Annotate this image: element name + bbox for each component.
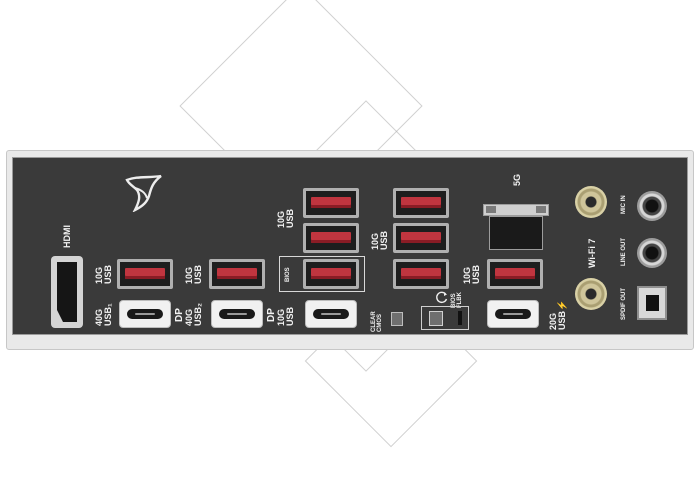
wifi-antenna-connector-2[interactable] xyxy=(575,278,607,310)
usb-c-20g-port[interactable] xyxy=(487,300,539,328)
hdmi-port[interactable] xyxy=(51,256,83,328)
usb-a-10g-port-1[interactable] xyxy=(117,259,173,289)
bios-flashback-button[interactable] xyxy=(429,311,443,326)
spdif-out-port[interactable] xyxy=(637,286,667,320)
mic-in-label: MIC IN xyxy=(621,195,627,214)
usb-a-tongue xyxy=(311,232,351,243)
dp-label-2: DP xyxy=(266,308,277,322)
spdif-out-label: SPDIF OUT xyxy=(621,287,627,320)
usb-a-10g-port-6[interactable] xyxy=(393,223,449,253)
rog-logo-icon xyxy=(125,174,162,212)
usb-a-tongue xyxy=(401,197,441,208)
dp-label-1: DP xyxy=(174,308,185,322)
usb-a-10g-port-4[interactable] xyxy=(303,223,359,253)
lan-led-left xyxy=(486,206,496,213)
usb-a-tongue xyxy=(125,268,165,279)
spdif-out-opening xyxy=(646,295,659,311)
flashback-icon xyxy=(436,291,448,304)
bios-label: BIOS xyxy=(285,267,291,282)
usb-a-10g-port-3[interactable] xyxy=(303,188,359,218)
wifi-label: Wi-Fi 7 xyxy=(587,238,597,268)
lan-speed-label: 5G xyxy=(512,173,522,186)
wifi-antenna-connector-1[interactable] xyxy=(575,186,607,218)
usb-c-slot xyxy=(313,309,349,319)
usb-a-tongue xyxy=(401,268,441,279)
usb-a-tongue xyxy=(217,268,257,279)
hdmi-port-opening xyxy=(57,262,77,322)
lan-port-top-bar xyxy=(483,204,549,216)
usb-a-10g-port-7[interactable] xyxy=(393,259,449,289)
bios-flashback-button-frame xyxy=(421,306,469,330)
usb-c-40g-port-1[interactable] xyxy=(119,300,171,328)
usb-c-10g-port-1[interactable] xyxy=(305,300,357,328)
line-out-label: LINE OUT xyxy=(621,238,627,266)
usb-a-10g-port-2[interactable] xyxy=(209,259,265,289)
usb-a-tongue xyxy=(311,197,351,208)
usb-a-tongue xyxy=(311,268,351,279)
clear-cmos-button[interactable] xyxy=(391,312,403,326)
usb-c-40g-port-2[interactable] xyxy=(211,300,263,328)
hdmi-label: HDMI xyxy=(62,225,72,248)
bios-port-frame xyxy=(279,256,365,292)
usb-a-tongue xyxy=(401,232,441,243)
line-out-jack[interactable] xyxy=(637,238,667,268)
lan-led-right xyxy=(536,206,546,213)
usb-c-slot xyxy=(495,309,531,319)
usb-a-10g-port-8[interactable] xyxy=(487,259,543,289)
bios-flashback-led xyxy=(458,311,462,325)
usb-c-slot xyxy=(127,309,163,319)
lan-port[interactable] xyxy=(483,204,549,254)
usb-c-slot xyxy=(219,309,255,319)
lan-port-opening xyxy=(489,216,543,250)
usb-a-bios-port[interactable] xyxy=(303,259,359,289)
mic-in-jack[interactable] xyxy=(637,191,667,221)
usb-a-tongue xyxy=(495,268,535,279)
usb-a-10g-port-5[interactable] xyxy=(393,188,449,218)
